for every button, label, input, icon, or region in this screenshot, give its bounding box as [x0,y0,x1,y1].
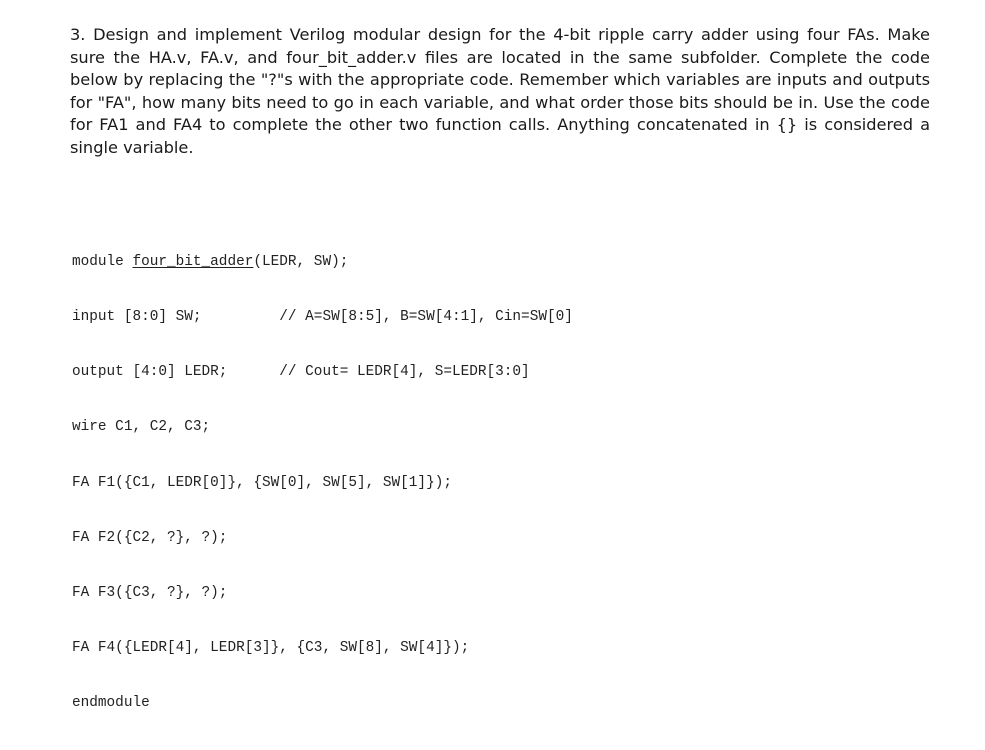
code-line-wire: wire C1, C2, C3; [72,419,211,436]
module-ports: (LEDR, SW); [253,253,349,270]
code-line-endmodule: endmodule [72,695,150,712]
document-page: 3. Design and implement Verilog modular … [70,25,930,712]
code-line-output: output [4:0] LEDR; // Cout= LEDR[4], S=L… [72,364,530,381]
verilog-code-block: module four_bit_adder(LEDR, SW); input [… [72,216,573,750]
module-name: four_bit_adder [132,253,254,270]
code-line-fa3: FA F3({C3, ?}, ?); [72,585,228,602]
module-keyword: module [72,253,133,270]
code-line-input: input [8:0] SW; // A=SW[8:5], B=SW[4:1],… [72,309,573,326]
code-line-module: module four_bit_adder(LEDR, SW); [72,253,573,271]
code-line-fa1: FA F1({C1, LEDR[0]}, {SW[0], SW[5], SW[1… [72,474,452,491]
question-text: 3. Design and implement Verilog modular … [70,25,930,157]
code-line-fa4: FA F4({LEDR[4], LEDR[3]}, {C3, SW[8], SW… [72,640,470,657]
code-line-fa2: FA F2({C2, ?}, ?); [72,529,228,546]
